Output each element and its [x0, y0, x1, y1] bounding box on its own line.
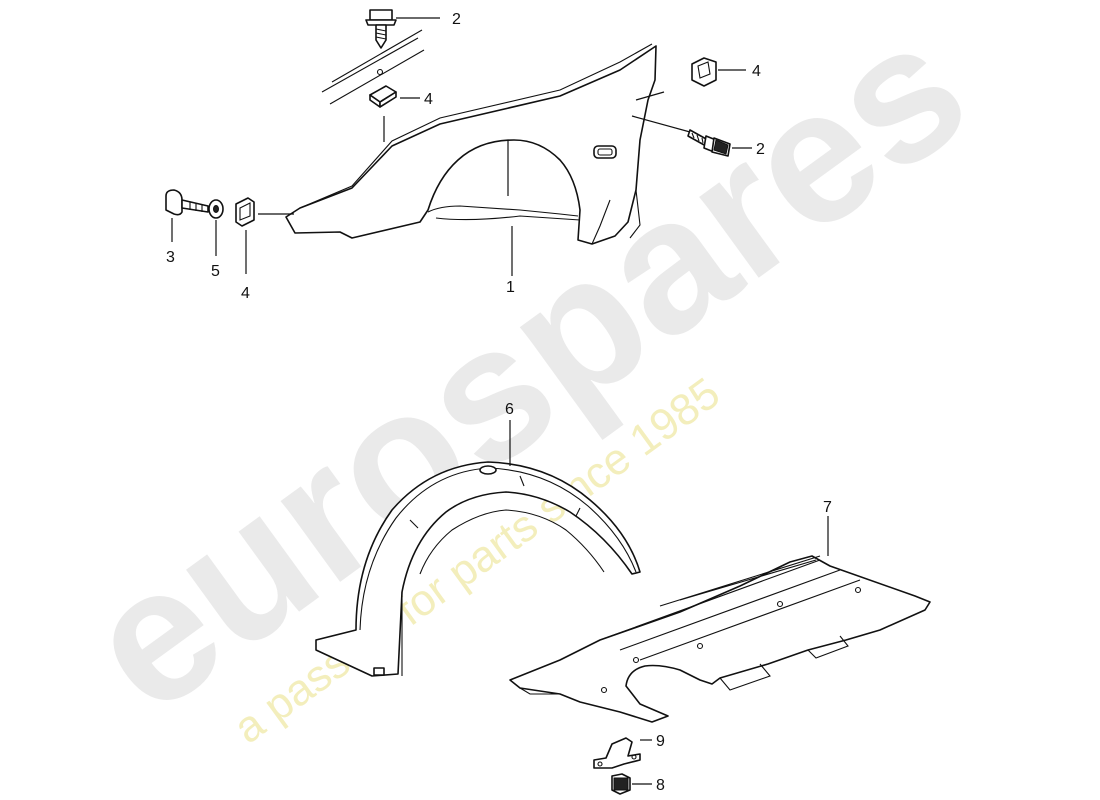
callout-2-right: 2	[756, 141, 765, 158]
callout-4-left: 4	[241, 285, 250, 302]
screw-2-right	[687, 129, 731, 157]
washer-5	[208, 199, 224, 219]
side-marker	[593, 145, 617, 159]
fender-part	[285, 43, 657, 245]
screw-2-top	[365, 9, 397, 49]
callout-labels: 2 4 4 2 3 5 4 1 6 7 9 8	[166, 11, 832, 794]
bracket-9	[593, 737, 641, 769]
callout-2-top: 2	[452, 11, 461, 28]
bolt-3	[165, 189, 209, 216]
clip-4-top	[369, 85, 397, 108]
clip-4-left	[235, 197, 255, 227]
nut-8	[611, 773, 631, 795]
under-panel-part	[509, 555, 931, 723]
callout-7: 7	[823, 499, 832, 516]
callout-4-right: 4	[752, 63, 761, 80]
clip-4-right	[691, 57, 717, 87]
callout-1: 1	[506, 279, 515, 296]
callout-3: 3	[166, 249, 175, 266]
callout-5: 5	[211, 263, 220, 280]
wheel-liner-part	[315, 461, 641, 677]
callout-9: 9	[656, 733, 665, 750]
rail-strip	[321, 29, 425, 105]
callout-8: 8	[656, 777, 665, 794]
callout-4-top: 4	[424, 91, 433, 108]
leader-lines	[171, 17, 829, 785]
callout-6: 6	[505, 401, 514, 418]
